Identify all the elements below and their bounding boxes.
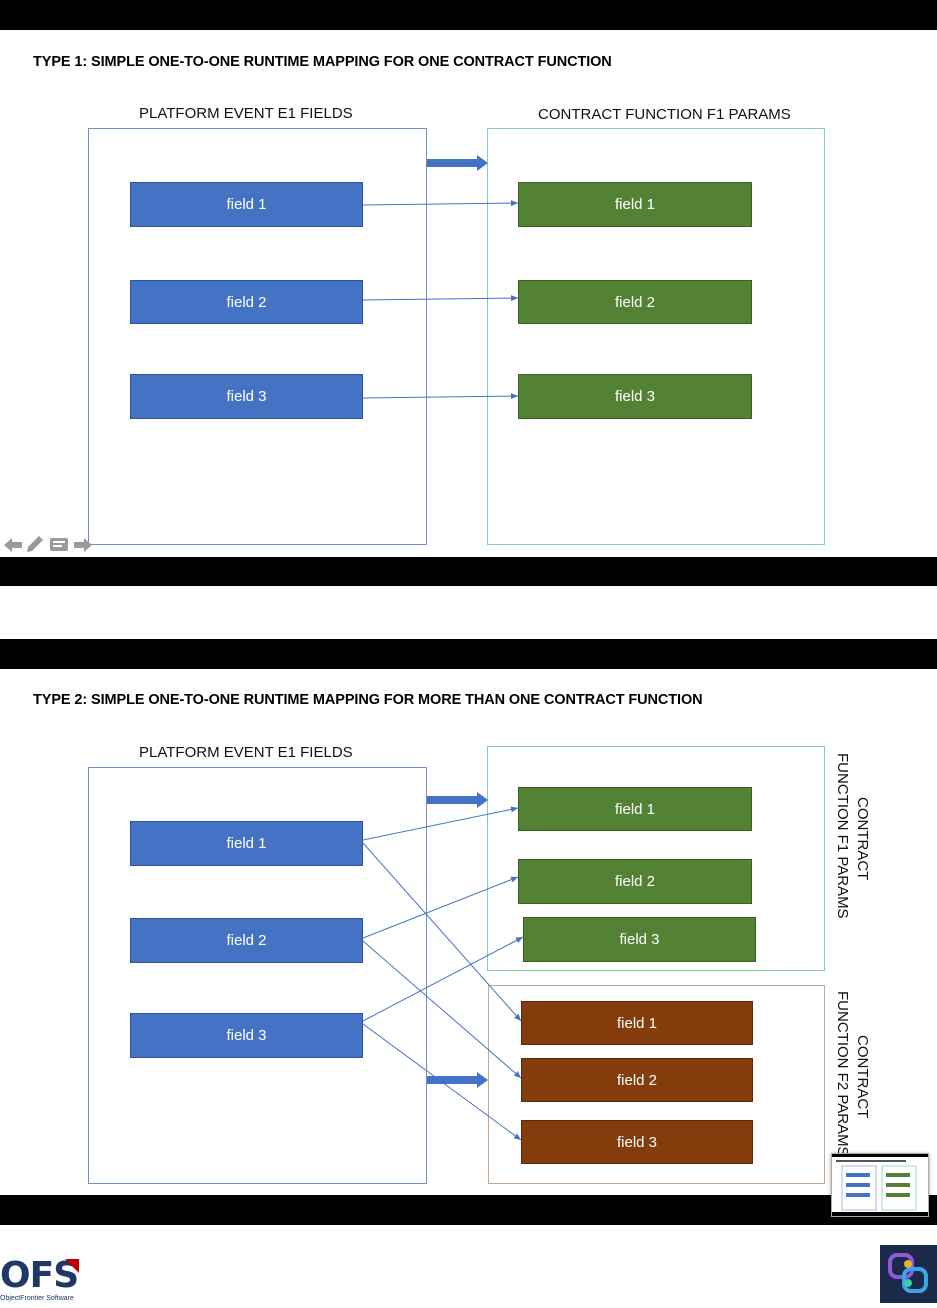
pencil-icon[interactable] xyxy=(27,536,43,552)
type2-f2-field-1: field 1 xyxy=(521,1001,753,1045)
type2-map-line-e1-f1 xyxy=(362,806,519,841)
comment-icon[interactable] xyxy=(50,538,68,551)
type2-map-line-e3-f2 xyxy=(362,1023,522,1141)
type2-map-line-e2-f2 xyxy=(362,940,522,1079)
type1-event-panel-title: PLATFORM EVENT E1 FIELDS xyxy=(139,105,353,122)
type2-f1-field-3: field 3 xyxy=(523,917,756,962)
type2-f2-label-line1: CONTRACT xyxy=(854,1035,871,1119)
type1-f1-field-3: field 3 xyxy=(518,374,752,419)
ofs-logo-mark-icon xyxy=(65,1259,79,1273)
type2-event-field-1: field 1 xyxy=(130,821,363,866)
type2-f1-label-line1: CONTRACT xyxy=(854,797,871,881)
type2-f2-label-line2: FUNCTION F2 PARAMS xyxy=(834,991,851,1157)
type1-block-arrow xyxy=(427,155,488,171)
separator-bar-2 xyxy=(0,639,937,669)
type2-f1-panel xyxy=(487,746,825,971)
type1-f1-field-1: field 1 xyxy=(518,182,752,227)
type2-event-panel xyxy=(88,767,427,1184)
type2-f2-panel xyxy=(488,985,825,1184)
ofs-logo-subtext: ObjectFrontier Software xyxy=(0,1295,74,1302)
type2-f2-label: CONTRACT FUNCTION F2 PARAMS xyxy=(832,991,872,1157)
type1-map-line-3 xyxy=(362,393,519,400)
app-logo-icon xyxy=(880,1245,937,1303)
type1-event-field-3: field 3 xyxy=(130,374,363,419)
type1-f1-panel-title: CONTRACT FUNCTION F1 PARAMS xyxy=(538,106,791,123)
type1-map-line-2 xyxy=(362,295,519,302)
type2-f1-label-line2: FUNCTION F1 PARAMS xyxy=(834,753,851,919)
type2-event-field-3: field 3 xyxy=(130,1013,363,1058)
type2-f1-field-1: field 1 xyxy=(518,787,752,831)
type1-f1-field-2: field 2 xyxy=(518,280,752,324)
ofs-logo-text: OFS xyxy=(0,1255,79,1296)
type2-block-arrow-f2 xyxy=(427,1072,488,1088)
type2-map-line-e1-f2 xyxy=(362,842,522,1022)
type2-event-field-2: field 2 xyxy=(130,918,363,963)
forward-arrow-icon[interactable] xyxy=(74,538,92,552)
type2-f1-label: CONTRACT FUNCTION F1 PARAMS xyxy=(832,753,872,919)
type1-event-panel xyxy=(88,128,427,545)
slide-toolbar xyxy=(2,535,94,555)
type1-map-line-1 xyxy=(362,200,519,207)
top-bar xyxy=(0,0,937,30)
back-arrow-icon[interactable] xyxy=(4,538,22,552)
type2-f2-field-3: field 3 xyxy=(521,1120,753,1164)
type1-event-field-2: field 2 xyxy=(130,280,363,324)
type2-f2-field-2: field 2 xyxy=(521,1058,753,1102)
type2-event-panel-title: PLATFORM EVENT E1 FIELDS xyxy=(139,744,353,761)
type1-heading: TYPE 1: SIMPLE ONE-TO-ONE RUNTIME MAPPIN… xyxy=(33,54,612,70)
type2-heading: TYPE 2: SIMPLE ONE-TO-ONE RUNTIME MAPPIN… xyxy=(33,692,703,708)
separator-bar-3 xyxy=(0,1195,937,1225)
slide-thumbnail[interactable] xyxy=(831,1153,929,1217)
separator-bar-1 xyxy=(0,557,937,586)
type2-map-line-e2-f1 xyxy=(362,876,519,939)
type2-map-line-e3-f1 xyxy=(362,936,524,1022)
type2-f1-field-2: field 2 xyxy=(518,859,752,904)
type1-event-field-1: field 1 xyxy=(130,182,363,227)
type1-f1-panel xyxy=(487,128,825,545)
type2-block-arrow-f1 xyxy=(427,792,488,808)
